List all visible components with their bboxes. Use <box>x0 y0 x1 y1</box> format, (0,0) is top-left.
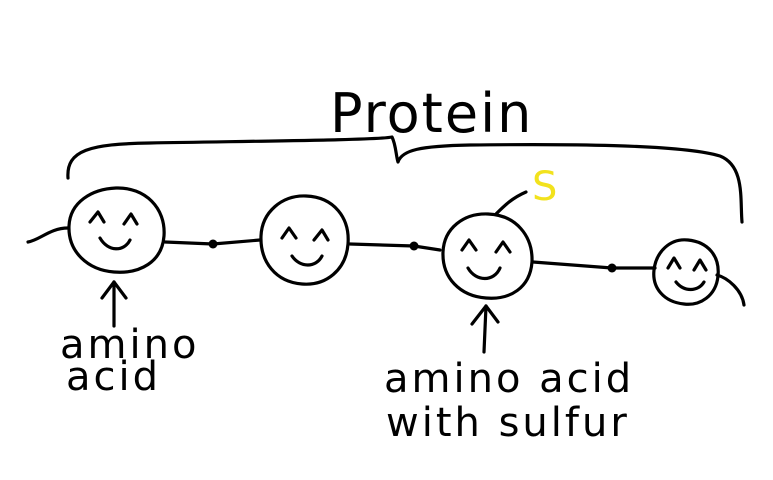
title-protein: Protein <box>330 82 533 145</box>
amino-acid-4 <box>654 240 718 304</box>
arrow-sulfur-amino-acid <box>472 306 498 352</box>
bond-dot-1 <box>209 240 218 249</box>
label-amino-acid-sulfur-1: amino acid <box>384 356 634 402</box>
sulfur-side-chain <box>496 192 526 214</box>
amino-acid-2 <box>261 196 348 284</box>
bond-3 <box>533 262 655 268</box>
chain-start <box>28 228 68 242</box>
protein-brace <box>68 137 742 222</box>
label-acid: acid <box>66 354 161 400</box>
amino-acid-1 <box>69 188 164 272</box>
label-amino-acid-sulfur-2: with sulfur <box>386 400 630 446</box>
bond-dot-3 <box>608 264 617 273</box>
bond-2 <box>350 244 440 250</box>
arrow-amino-acid <box>102 282 126 326</box>
sulfur-symbol: S <box>532 164 557 210</box>
amino-acid-3-sulfur <box>443 192 532 298</box>
bond-dot-2 <box>410 242 419 251</box>
chain-end <box>717 275 744 305</box>
